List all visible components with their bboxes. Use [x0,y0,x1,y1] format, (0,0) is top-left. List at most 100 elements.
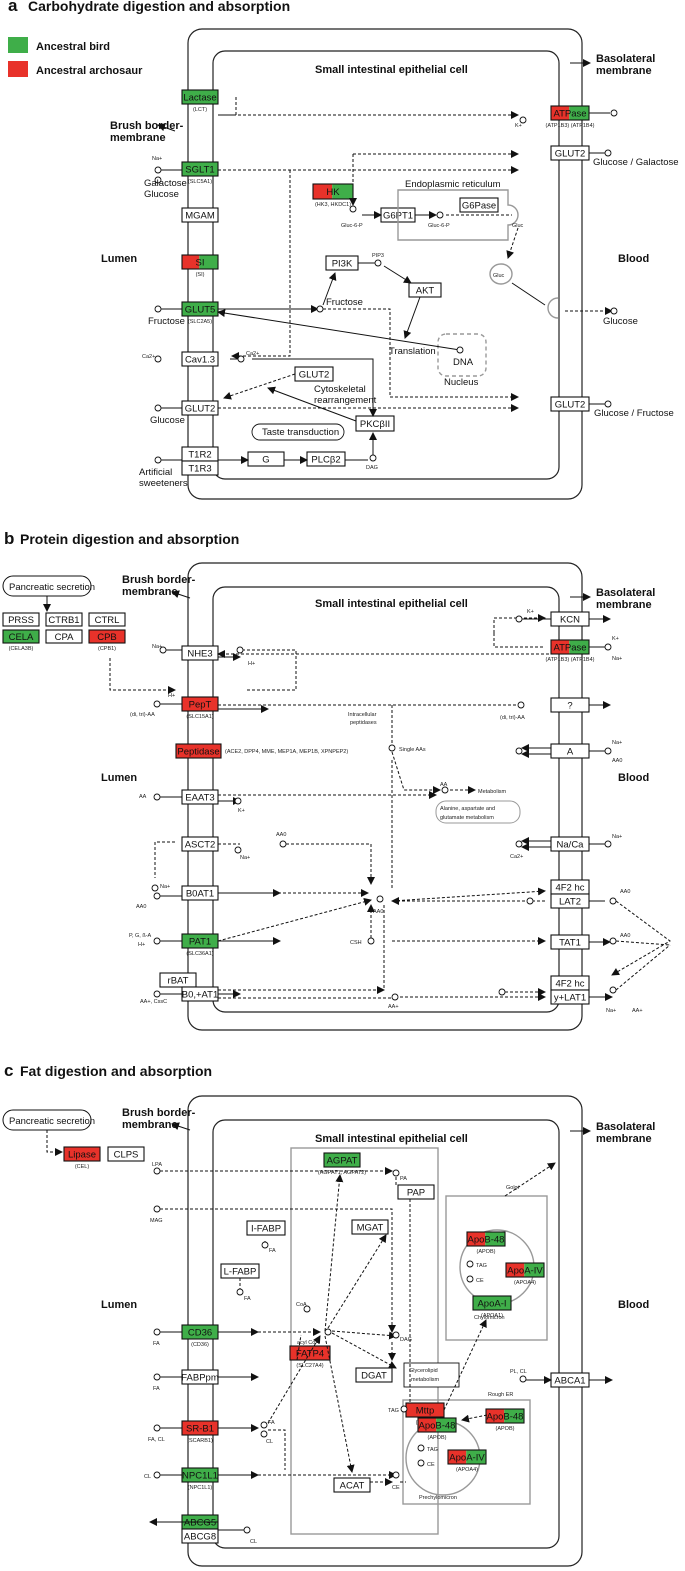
gene-label: LAT2 [559,897,581,908]
taste-transduction-box [251,423,345,441]
c-ce: CE [392,1485,400,1491]
gene-box: ? [550,697,590,713]
a-na: Na+ [152,156,162,162]
gene-label: ATPase [553,109,586,120]
gene-box: LAT2 [550,893,590,909]
a-translation: Translation [389,346,436,357]
b-na: Na+ [152,644,162,650]
gene-box: GLUT2 [181,400,219,416]
c-dag: DAG [400,1337,412,1343]
gene-sublabel: (HK3, HKDC1) [315,202,351,208]
a-ca: Ca2+ [142,354,155,360]
gene-box: SGLT1(SLC5A1) [181,161,219,185]
gene-box: T1R3 [181,460,219,476]
gene-box: ASCT2 [181,836,219,852]
panel-b-cell-label: Small intestinal epithelial cell [315,598,468,610]
gene-label: PKCβII [360,419,390,430]
gene-label: ApoA-I [477,1299,506,1310]
gene-label: KCN [560,615,580,626]
a-galactose: Galactose [144,178,187,189]
panel-a-cell-label: Small intestinal epithelial cell [315,64,468,76]
panel-a: a Carbohydrate digestion and absorption … [8,0,679,500]
panel-b-basolateral-2: membrane [596,599,652,611]
panel-a-title: Carbohydrate digestion and absorption [28,0,290,14]
a-gluc6p: Gluc-6-P [341,223,363,229]
gene-box: Peptidase (ACE2, DPP4, MME, MEP1A, MEP1B,… [175,743,348,759]
b-nab4: Na+ [606,1008,616,1014]
gene-sublabel: (APOB) [477,1249,496,1255]
gene-box: ATPase(ATP1B3) (ATP1B4) [545,105,595,129]
gene-sublabel: (APOB) [428,1435,447,1441]
gene-sublabel: (APOA4) [456,1467,478,1473]
panel-b-brush-1: Brush border- [122,574,196,586]
gene-label: AGPAT [327,1156,358,1167]
gene-sublabel: (CD36) [191,1342,209,1348]
b-aa: AA [139,794,147,800]
gene-box: B0AT1 [181,885,219,901]
gene-sublabel: (CPB1) [98,646,116,652]
panel-b: b Protein digestion and absorption Small… [2,529,671,1031]
panel-b-letter: b [4,529,14,548]
gene-label: HK [326,187,340,198]
panel-a-letter: a [8,0,18,15]
panel-c-blood-label: Blood [618,1299,649,1311]
c-lpa: LPA [152,1162,162,1168]
c-cl: CL [266,1439,273,1445]
gene-box: T1R2 [181,446,219,462]
a-glucfru: Glucose / Fructose [594,408,674,419]
gene-label: PepT [189,700,212,711]
gene-box: TAT1 [550,934,590,950]
gene-label: GLUT2 [299,370,330,381]
gene-label: CELA [9,632,34,643]
gene-box: HK (HK3, HKDC1) [312,183,354,208]
gene-label: Cav1.3 [185,355,215,366]
b-pancreatic: Pancreatic secretion [9,582,95,593]
gene-sublabel: (ACE2, DPP4, MME, MEP1A, MEP1B, XPNPEP2) [225,749,348,755]
b-metab: Metabolism [478,789,507,795]
gene-label: Peptidase [177,747,219,758]
dna-label: DNA [453,357,474,368]
b-ca: Ca2+ [510,854,523,860]
b-nab: Na+ [612,656,622,662]
gene-box: Lipase(CEL) [63,1146,101,1170]
c-roughER: Rough ER [488,1392,513,1398]
gene-box: rBAT [159,972,197,988]
gene-box: I-FABP [246,1220,286,1236]
gene-sublabel: (CEL) [75,1164,90,1170]
panel-c-lumen-label: Lumen [101,1299,137,1311]
gene-label: B0AT1 [186,889,214,900]
gene-label: PRSS [8,615,34,626]
gene-box: Cav1.3 [181,351,219,367]
a-glucose2: Glucose [150,415,185,426]
gene-box: NHE3 [181,645,219,661]
a-ca2: Ca2+ [246,351,259,357]
c-ce2: CE [476,1278,484,1284]
gene-box: MGAT [351,1219,389,1235]
gene-sublabel: (SLC15A1) [186,714,213,720]
b-aa0c: AA0 [373,909,383,915]
gene-box: GLUT2 [550,396,590,412]
gene-label: ASCT2 [185,840,216,851]
gene-box: G [247,451,285,467]
c-plcl: PL, CL [510,1369,527,1375]
gene-box: PLCβ2 [306,451,346,467]
gene-box: PAP [397,1184,435,1200]
gene-label: ? [567,701,572,712]
gene-sublabel: (SI) [196,272,205,278]
gene-box: SR-B1(SCARB1) [181,1420,219,1444]
gene-label: y+LAT1 [554,993,586,1004]
gene-sublabel: (APOA1) [481,1313,503,1319]
b-na3: Na+ [160,884,170,890]
gene-box: y+LAT1 [550,989,590,1005]
gene-label: ABCG5 [184,1518,216,1529]
panel-b-blood-label: Blood [618,772,649,784]
panel-c: c Fat digestion and absorption Small int… [2,1061,655,1567]
gene-box: ApoA-IV(APOA4) [505,1262,545,1286]
gene-box: PAT1(SLC36A1) [181,933,219,957]
panel-c-basolateral-2: membrane [596,1133,652,1145]
er-label: Endoplasmic reticulum [405,179,501,190]
b-single: Single AAs [399,747,426,753]
gene-box: FABPpm [181,1369,219,1385]
gene-box: KCN [550,611,590,627]
